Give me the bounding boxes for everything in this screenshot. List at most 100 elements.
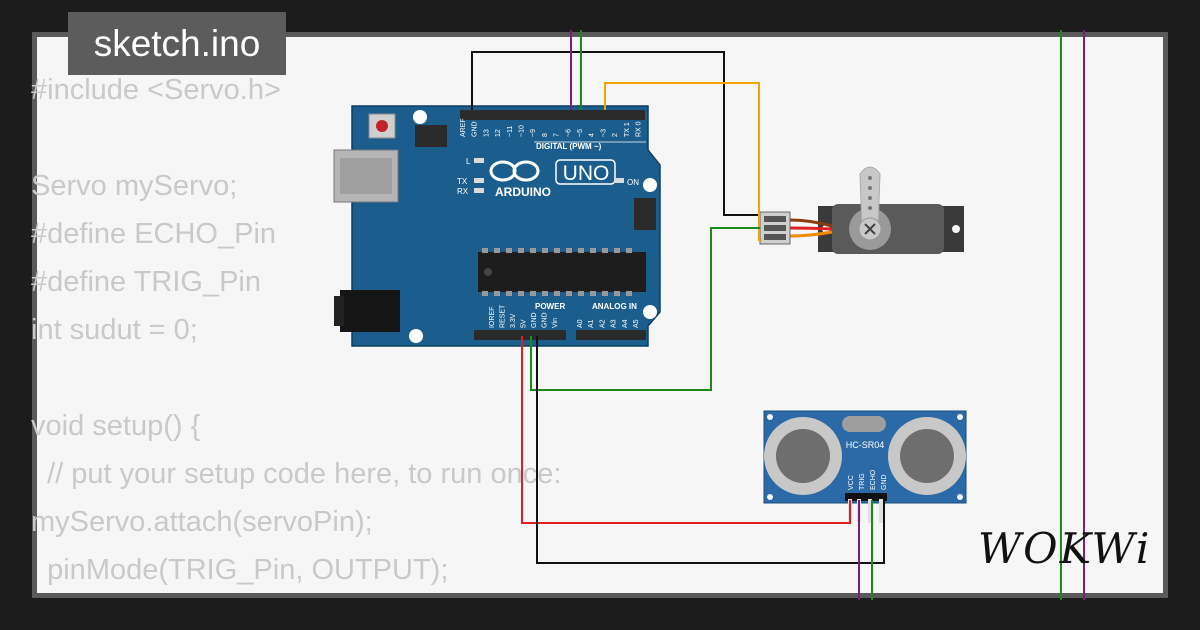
sensor-mesh-right xyxy=(900,429,954,483)
arduino-logo-icon xyxy=(489,160,540,182)
sensor-hole xyxy=(957,494,963,500)
led-l xyxy=(474,158,484,163)
pin-label: GND xyxy=(542,312,549,328)
servo-connector-pin xyxy=(764,216,786,222)
sensor-pin-labels: VCC TRIG ECHO GND xyxy=(848,469,888,490)
power-jack xyxy=(340,290,400,332)
pin-label: A4 xyxy=(622,319,629,328)
pin-label: 12 xyxy=(495,129,502,137)
pin-label: GND xyxy=(531,312,538,328)
pin-label: GND xyxy=(881,474,888,490)
pin-label: ~5 xyxy=(577,129,584,137)
code-line: #include <Servo.h> xyxy=(31,74,281,106)
arduino-uno-board[interactable]: UNO ARDUINO L TX RX ON DIGITAL (PWM ~) P… xyxy=(333,105,661,347)
uno-label: UNO xyxy=(563,162,610,185)
wire-servo-power[interactable] xyxy=(530,227,760,391)
power-jack-edge xyxy=(334,296,344,326)
pin-label: TX 1 xyxy=(624,122,631,137)
pin-label: RX 0 xyxy=(636,121,643,137)
wire-gnd-sensor[interactable] xyxy=(536,336,885,564)
code-line: myServo.attach(servoPin); xyxy=(31,506,373,538)
close-icon xyxy=(864,223,876,235)
led-l-label: L xyxy=(466,157,471,166)
pin-label: RESET xyxy=(500,304,507,328)
digital-header-label: DIGITAL (PWM ~) xyxy=(536,142,602,151)
pin-label: 2 xyxy=(612,133,619,137)
servo-connector-pin xyxy=(764,234,786,240)
pin-label: A2 xyxy=(599,319,606,328)
servo-lead-red xyxy=(789,226,833,231)
sensor-hole xyxy=(957,414,963,420)
sensor-hole xyxy=(767,494,773,500)
sensor-crystal xyxy=(842,416,886,432)
analog-header-label: ANALOG IN xyxy=(592,302,637,311)
pin-label: ~9 xyxy=(530,129,537,137)
uno-badge xyxy=(555,159,616,185)
pin-label: Vin xyxy=(552,318,559,328)
pin-label: 4 xyxy=(589,133,596,137)
led-tx-label: TX xyxy=(457,177,468,186)
file-title-tab[interactable]: sketch.ino xyxy=(68,12,286,75)
servo-mount-hole xyxy=(952,225,960,233)
code-background: #include <Servo.h> Servo myServo; #define … xyxy=(31,66,561,594)
pin-label: A3 xyxy=(611,319,618,328)
mounting-hole xyxy=(643,178,657,192)
servo-arm-hole xyxy=(868,186,872,190)
pin-label: VCC xyxy=(848,475,855,490)
pin-label: IOREF xyxy=(489,307,496,328)
pin-label: ~11 xyxy=(507,126,514,137)
mounting-hole xyxy=(413,110,427,124)
code-line: pinMode(TRIG_Pin, OUTPUT); xyxy=(31,554,449,586)
pin-label: 3.3V xyxy=(510,313,517,328)
arduino-brand-label: ARDUINO xyxy=(495,185,551,199)
pin-label: 8 xyxy=(542,133,549,137)
pin-label: 5V xyxy=(521,319,528,328)
led-on xyxy=(614,178,624,183)
mounting-hole xyxy=(409,329,423,343)
digital-header xyxy=(460,110,645,120)
analog-header xyxy=(576,330,646,340)
pin-label: ECHO xyxy=(870,469,877,490)
servo-arm-hole xyxy=(868,206,872,210)
wires xyxy=(471,30,1085,600)
led-rx xyxy=(474,188,484,193)
code-line: #define TRIG_Pin xyxy=(31,266,261,298)
pin-label: TRIG xyxy=(859,473,866,490)
icsp-header xyxy=(634,198,656,230)
led-rx-label: RX xyxy=(457,187,469,196)
microcontroller-chip xyxy=(478,252,646,292)
servo-arm-hole xyxy=(868,176,872,180)
code-line: Servo myServo; xyxy=(31,170,238,202)
led-tx xyxy=(474,178,484,183)
code-line: // put your setup code here, to run once… xyxy=(31,458,562,490)
pin-label: A0 xyxy=(577,319,584,328)
pin-label: ~10 xyxy=(519,125,526,137)
servo-connector-pin xyxy=(764,225,786,231)
pin-label: ~6 xyxy=(565,129,572,137)
code-line: #define ECHO_Pin xyxy=(31,218,277,250)
wire-gnd-servo[interactable] xyxy=(471,51,760,216)
wire-servo-signal[interactable] xyxy=(604,82,762,241)
usb-port-inner xyxy=(340,158,392,194)
pin-label: ~3 xyxy=(600,129,607,137)
pin-label: 7 xyxy=(554,133,561,137)
sensor-pin-header xyxy=(845,493,887,501)
pin-label: 13 xyxy=(483,129,490,137)
servo-lead-orange xyxy=(789,230,833,238)
mounting-hole xyxy=(643,305,657,319)
servo-motor[interactable] xyxy=(759,166,964,254)
sensor-mesh-left xyxy=(776,429,830,483)
wire-5v-vcc[interactable] xyxy=(521,336,851,524)
wokwi-logo: WOKWi xyxy=(978,524,1152,573)
chip-notch xyxy=(484,268,492,276)
code-line: int sudut = 0; xyxy=(31,314,198,346)
pin-label: AREF xyxy=(460,118,467,137)
pin-label: A1 xyxy=(588,319,595,328)
power-header xyxy=(474,330,566,340)
pin-label: GND xyxy=(472,121,479,137)
sensor-hole xyxy=(767,414,773,420)
